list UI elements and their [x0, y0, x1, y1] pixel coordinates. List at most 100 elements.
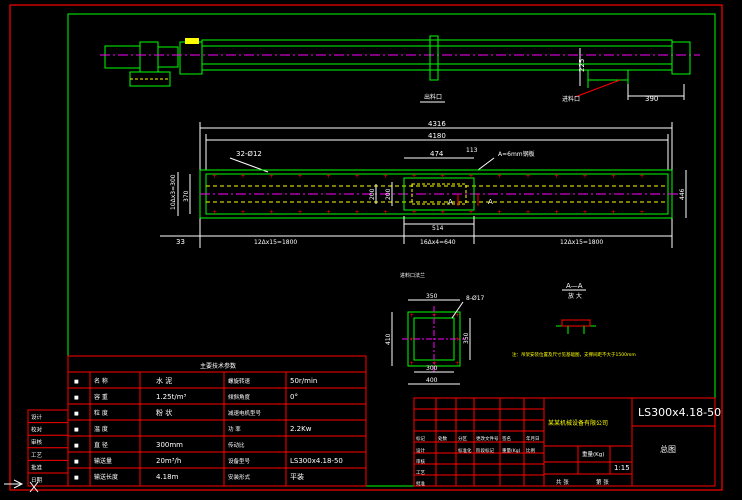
param-value: 1.25t/m³ [156, 393, 187, 401]
side-label: 校对 [31, 426, 43, 434]
bolt-hole-mark: + [526, 209, 531, 216]
param-value: 平装 [290, 472, 304, 481]
flange-hole-mark: + [455, 336, 460, 343]
motor [104, 45, 141, 69]
bolt-hole-mark: + [326, 173, 331, 180]
bolt-hole-mark: + [611, 173, 616, 180]
bolt-hole-mark: + [412, 209, 417, 216]
company-name: 某某机械设备有限公司 [548, 419, 608, 427]
bolt-hole-mark: + [383, 173, 388, 180]
outer-frame [9, 4, 723, 491]
bolt-hole-mark: + [554, 209, 559, 216]
drawing-name: 总图 [660, 444, 676, 454]
bolt-hole-mark: + [640, 173, 645, 180]
bolt-hole-mark: + [440, 209, 445, 216]
section-sub: 放 大 [568, 292, 582, 300]
bolt-hole-mark: + [241, 209, 246, 216]
param-key: 倾斜角度 [228, 393, 251, 401]
bolt-hole-mark: + [212, 173, 217, 180]
plate-note: A=6mm钢板 [498, 150, 535, 158]
revision-cell: 审核 [416, 458, 425, 465]
revision-header: 年月日 [526, 435, 540, 442]
param-index: ■ [74, 475, 79, 481]
flange-holes: 8-Ø17 [466, 295, 485, 302]
bolt-holes: ++++++++++++++++++++++++++++++++ [212, 173, 645, 216]
revision-header: 签名 [502, 435, 511, 442]
dim-small-height: 200 [369, 188, 376, 200]
ucs-icon [4, 479, 39, 493]
flange-hole-mark: + [409, 336, 414, 343]
install-note: 注：吊架安装位置及尺寸见基础图，支撑间距不大于1500mm [512, 351, 636, 358]
flange-hole-mark: + [455, 312, 460, 319]
inner-border [67, 13, 716, 487]
bolt-hole-mark: + [355, 209, 360, 216]
bolt-hole-mark: + [269, 209, 274, 216]
dim-offset: 33 [176, 238, 185, 246]
sheet-total: 共 张 [556, 478, 569, 486]
bolt-hole-mark: + [469, 209, 474, 216]
side-label: 工艺 [31, 452, 43, 459]
param-value: 20m³/h [156, 457, 181, 465]
revision-cell: 阶段标记 [476, 447, 494, 454]
weight-label: 重量(Kg) [582, 450, 604, 458]
bolt-hole-mark: + [583, 173, 588, 180]
elevation-view: 225 390 出料口 进料口 [100, 35, 700, 103]
param-value: LS300x4.18-50 [290, 457, 343, 465]
bolt-hole-mark: + [355, 173, 360, 180]
side-label: 日期 [31, 477, 43, 484]
flange-title: 进料口法兰 [400, 272, 425, 279]
param-key: 粒 度 [94, 409, 108, 417]
flange-hole-mark: + [409, 360, 414, 367]
bolt-hole-mark: + [526, 173, 531, 180]
dim-top-side: 390 [645, 95, 658, 103]
param-value: 300mm [156, 441, 183, 449]
revision-table: 标记处数分区更改文件号签名年月日设计标准化阶段标记重量(Kg)比例审核工艺批准 [414, 398, 544, 487]
plan-view: 4316 4180 474 113 32-Ø12 A=6mm钢板 10Δx3=3… [160, 120, 687, 248]
dim-small: 113 [466, 147, 478, 154]
param-index: ■ [74, 459, 79, 465]
flange-inner: 300 [426, 365, 438, 372]
dim-inner: 4180 [428, 132, 446, 140]
dim-mid: 474 [430, 150, 444, 158]
side-label: 审核 [31, 438, 43, 446]
param-index: ■ [74, 395, 79, 401]
flange-height: 410 [385, 333, 392, 345]
param-key: 螺旋转速 [228, 377, 251, 385]
dim-inner-height: 370 [183, 190, 190, 202]
dim-total-height: 446 [679, 188, 686, 200]
param-value: 粉 状 [156, 408, 172, 417]
param-key: 功 率 [228, 425, 241, 433]
bolt-hole-mark: + [241, 173, 246, 180]
bolt-hole-mark: + [298, 173, 303, 180]
param-value: 2.2Kw [290, 425, 312, 433]
flange-bottom: 400 [426, 377, 438, 384]
section-marker-left: A [448, 198, 453, 206]
param-key: 减速电机型号 [228, 409, 262, 417]
param-key: 输送长度 [94, 473, 118, 481]
flange-side: 350 [463, 332, 470, 344]
revision-cell: 批准 [416, 480, 425, 487]
sheet-number: 第 张 [596, 478, 609, 486]
bolt-hole-mark: + [611, 209, 616, 216]
revision-header: 分区 [458, 435, 467, 442]
param-key: 直 径 [94, 441, 108, 449]
bolt-hole-mark: + [383, 209, 388, 216]
bolt-hole-mark: + [497, 209, 502, 216]
bolt-hole-mark: + [469, 173, 474, 180]
label-inlet: 进料口 [562, 95, 580, 103]
dim-right-pitch: 12Δx15=1800 [560, 239, 603, 246]
side-label: 设计 [31, 413, 43, 421]
dim-small-v: 200 [385, 188, 392, 200]
bolt-hole-mark: + [640, 209, 645, 216]
param-value: 水 泥 [156, 376, 172, 385]
param-index: ■ [74, 411, 79, 417]
param-value: 50r/min [290, 377, 317, 385]
dim-centre-pitch: 16Δx4=640 [420, 239, 456, 246]
dim-side-pitch: 10Δx3=300 [170, 174, 177, 210]
flange-holes-marks: ++++++++ [409, 312, 460, 367]
side-label: 批准 [31, 463, 43, 471]
param-index: ■ [74, 427, 79, 433]
